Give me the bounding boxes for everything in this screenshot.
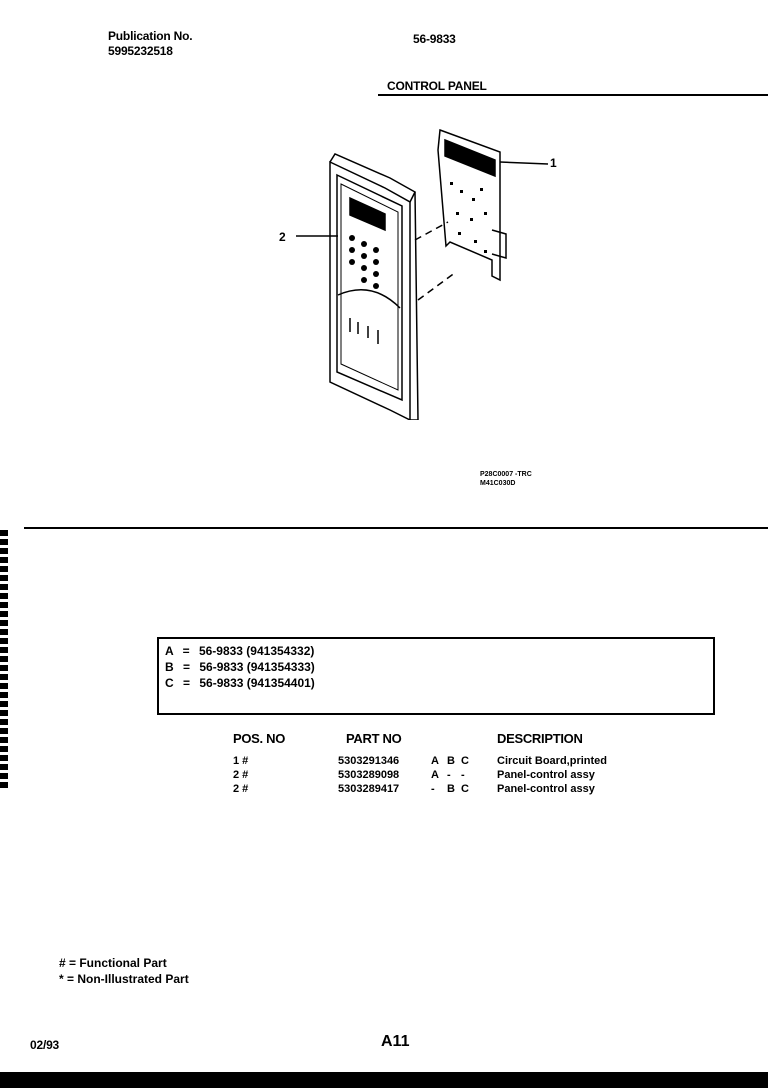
callout-2: 2 <box>279 230 286 244</box>
model-number: 56-9833 <box>413 32 456 46</box>
legend-functional: # = Functional Part <box>59 956 167 970</box>
publication-number: 5995232518 <box>108 44 173 58</box>
legend-non-illustrated: * = Non-Illustrated Part <box>59 972 189 986</box>
row-pos: 2 # <box>233 769 249 781</box>
model-row-b: B = 56-9833 (941354333) <box>165 660 315 674</box>
model-letter: A <box>165 644 174 658</box>
model-row-a: A = 56-9833 (941354332) <box>165 644 314 658</box>
col-head-desc: DESCRIPTION <box>497 731 583 746</box>
row-a: - <box>431 783 435 795</box>
row-part: 5303291346 <box>338 755 400 767</box>
model-eq: = <box>183 660 191 674</box>
model-box: A = 56-9833 (941354332) B = 56-9833 (941… <box>157 637 715 715</box>
row-a: A <box>431 755 439 767</box>
row-pos: 1 # <box>233 755 249 767</box>
scan-edge-bottom <box>0 1072 768 1088</box>
section-divider <box>24 527 768 529</box>
row-c: - <box>461 769 465 781</box>
row-b: - <box>447 769 451 781</box>
model-text: 56-9833 (941354333) <box>199 660 315 674</box>
model-text: 56-9833 (941354332) <box>198 644 315 658</box>
row-b: B <box>447 755 455 767</box>
model-letter: C <box>165 676 174 690</box>
drawing-code-2: M41C030D <box>480 480 516 487</box>
model-eq: = <box>182 644 190 658</box>
row-c: C <box>461 783 469 795</box>
row-part: 5303289417 <box>338 783 400 795</box>
col-head-part: PART NO <box>346 731 402 746</box>
control-panel-diagram <box>296 128 549 420</box>
row-desc: Panel-control assy <box>497 783 595 795</box>
model-row-c: C = 56-9833 (941354401) <box>165 676 315 690</box>
header-rule <box>378 94 768 96</box>
col-head-pos: POS. NO <box>233 731 286 746</box>
row-a: A <box>431 769 439 781</box>
publication-label: Publication No. <box>108 29 193 43</box>
model-eq: = <box>183 676 191 690</box>
row-pos: 2 # <box>233 783 249 795</box>
row-part: 5303289098 <box>338 769 400 781</box>
row-desc: Panel-control assy <box>497 769 595 781</box>
scan-edge-left <box>0 530 8 790</box>
row-desc: Circuit Board,printed <box>497 755 608 767</box>
model-text: 56-9833 (941354401) <box>199 676 315 690</box>
footer-date: 02/93 <box>30 1038 60 1052</box>
page-number: A11 <box>381 1033 410 1050</box>
model-letter: B <box>165 660 174 674</box>
row-c: C <box>461 755 469 767</box>
drawing-code-1: P28C0007 -TRC <box>480 471 532 478</box>
callout-1: 1 <box>550 156 557 170</box>
section-title: CONTROL PANEL <box>387 79 487 93</box>
row-b: B <box>447 783 455 795</box>
